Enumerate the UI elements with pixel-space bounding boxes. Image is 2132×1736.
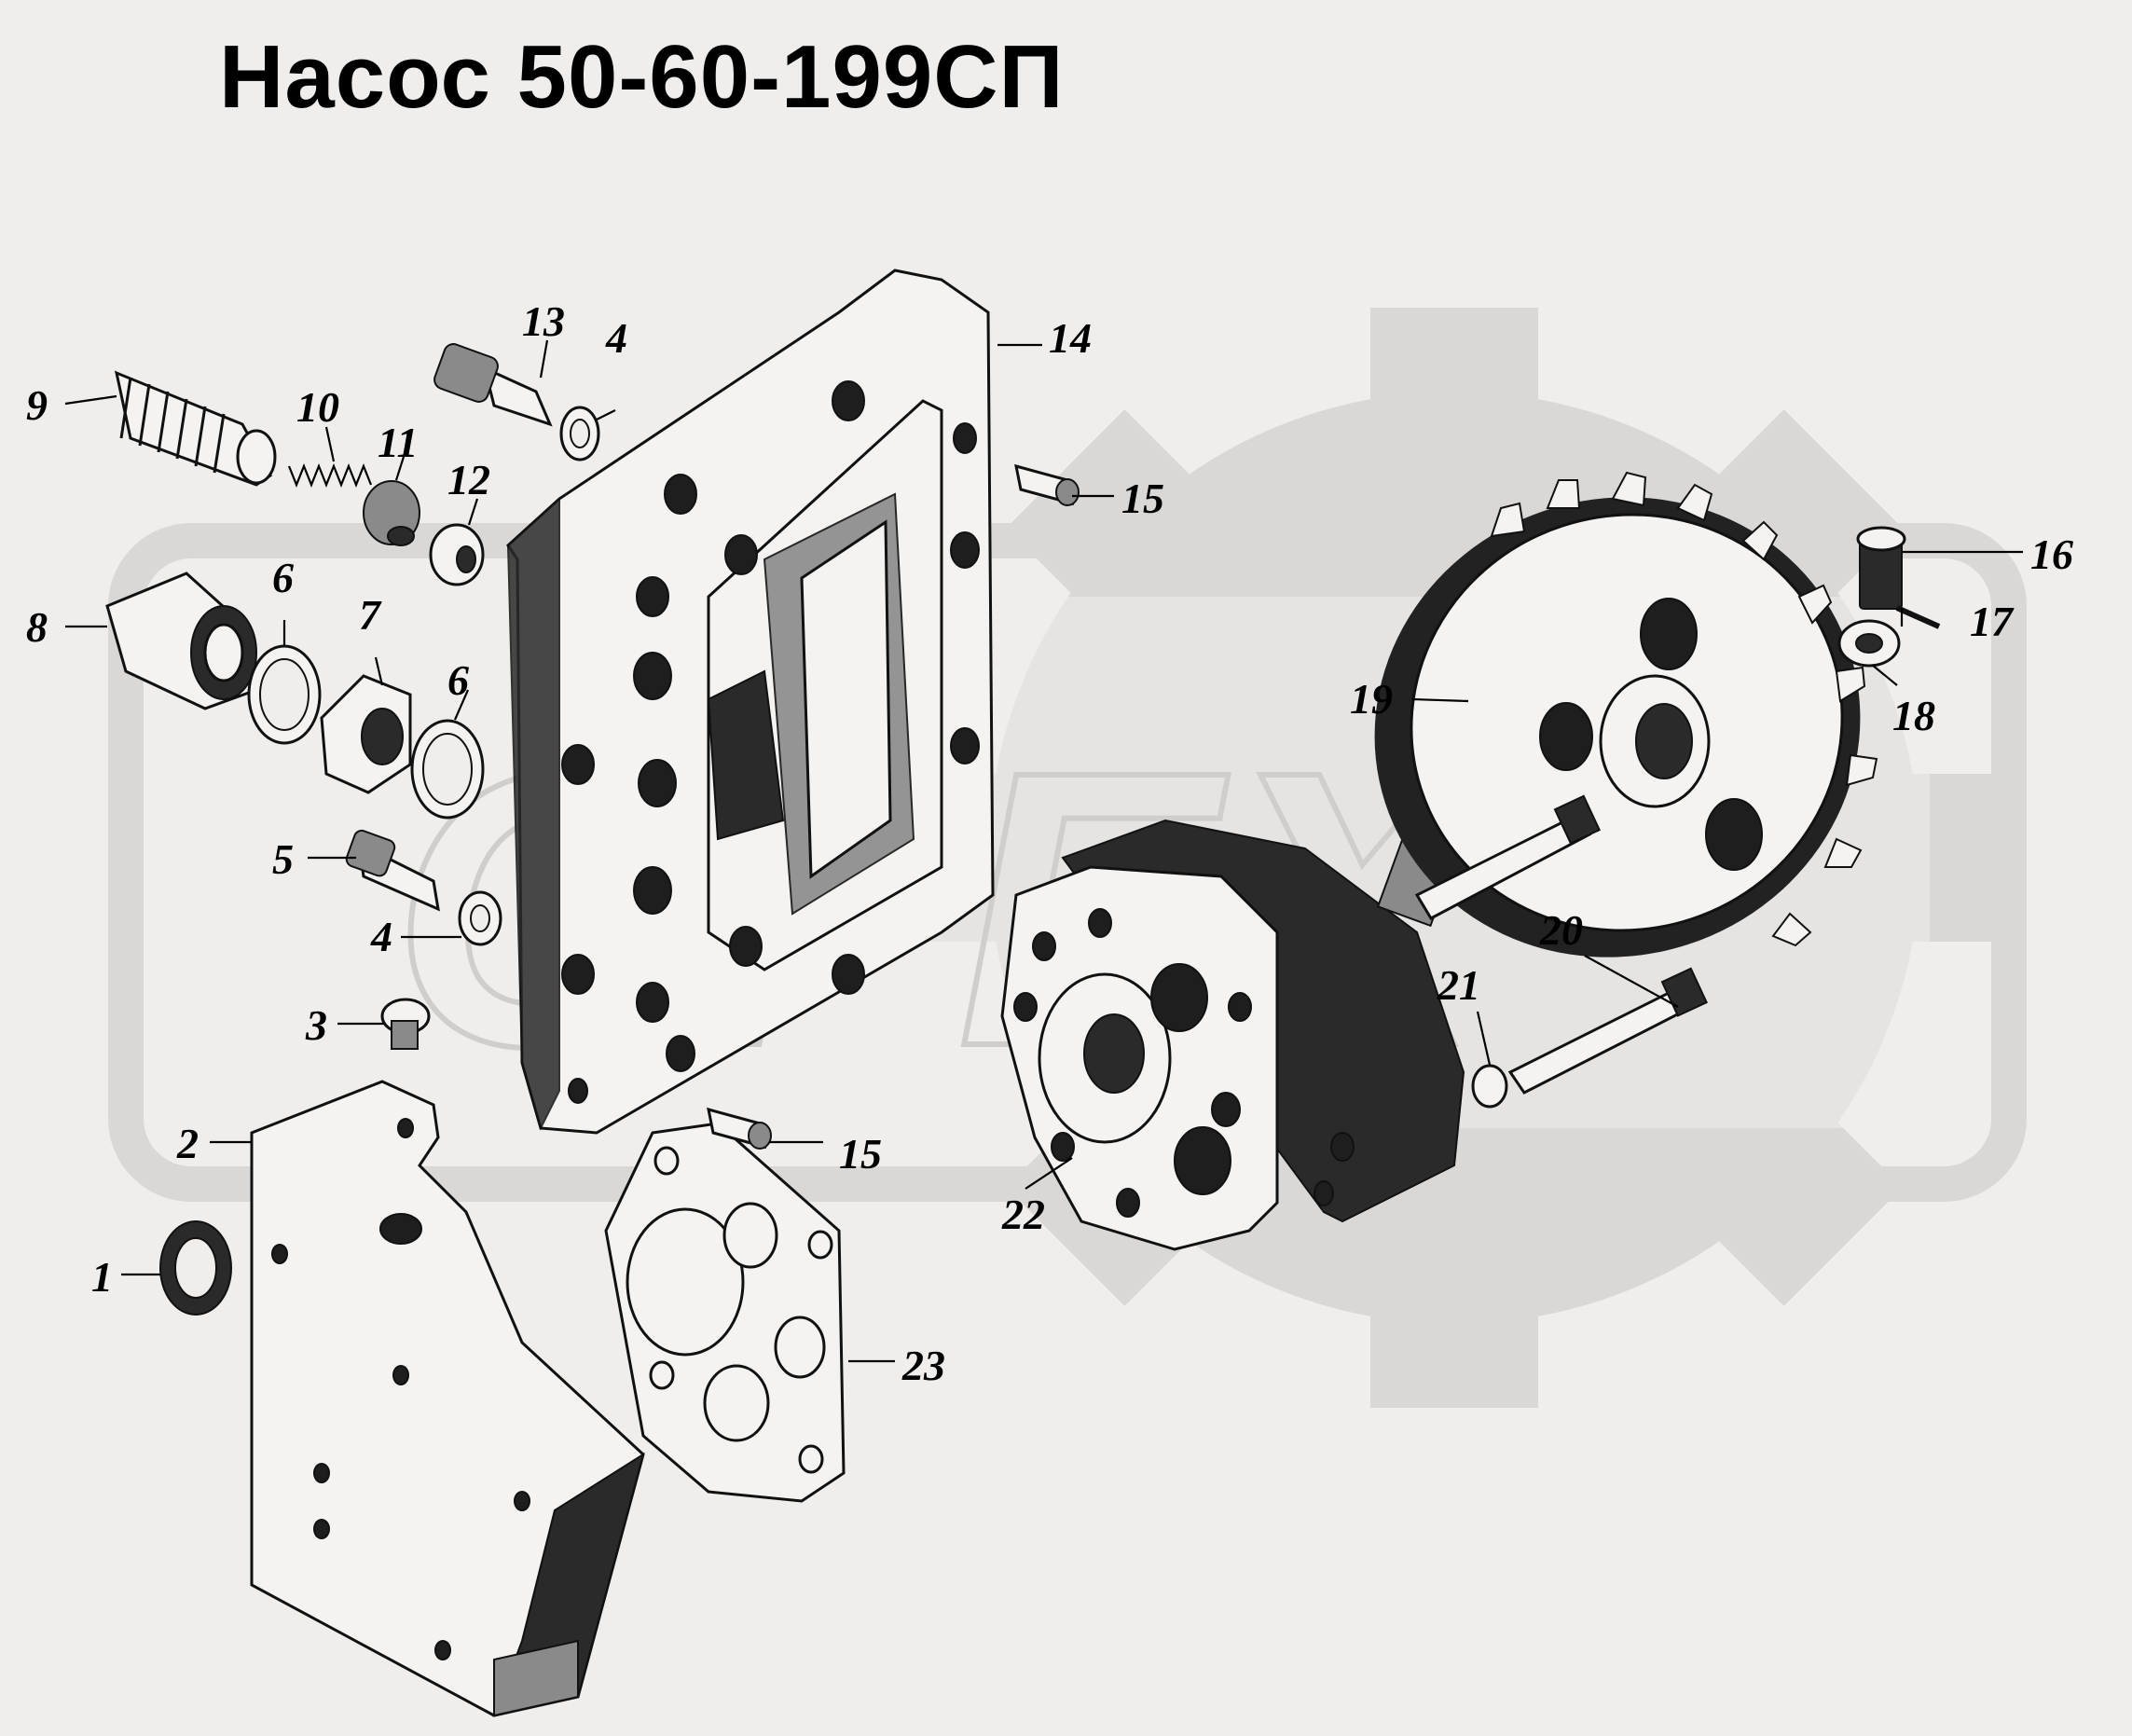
- part-21-washer: [1471, 1064, 1508, 1109]
- callout-15-bottom: 15: [839, 1130, 882, 1178]
- part-15-pin-bottom: [707, 1107, 772, 1150]
- part-12-nut: [429, 523, 485, 586]
- part-6-washer-left: [247, 644, 322, 745]
- callout-18: 18: [1892, 692, 1935, 739]
- callout-1: 1: [91, 1253, 113, 1301]
- leader-lines: [64, 339, 2023, 1363]
- callout-13: 13: [522, 297, 565, 345]
- part-7-nut: [320, 674, 412, 794]
- part-1-washer: [159, 1220, 232, 1316]
- callout-4-top: 4: [605, 314, 627, 362]
- part-11-valve: [363, 480, 420, 546]
- callout-2: 2: [176, 1120, 199, 1167]
- part-10-spring: [287, 463, 373, 488]
- callout-15-top: 15: [1121, 475, 1164, 522]
- callout-19: 19: [1350, 675, 1393, 723]
- callout-4-bottom: 4: [370, 913, 392, 960]
- part-23-gasket: [604, 1122, 846, 1503]
- callout-11: 11: [378, 419, 418, 466]
- callout-17: 17: [1970, 598, 2015, 645]
- part-2-bracket: [250, 1080, 645, 1717]
- callout-9: 9: [26, 381, 48, 429]
- part-18-washer: [1837, 619, 1901, 668]
- page-title: Насос 50-60-199СП: [219, 27, 1065, 127]
- callout-8: 8: [26, 603, 48, 651]
- part-19-gear: [1374, 471, 1878, 958]
- callout-5: 5: [272, 835, 294, 883]
- part-17-pin: [1895, 605, 1941, 629]
- callout-labels: 1 2 3 4 4 5 6 6 7 8 9 10 11 12 13 14 15 …: [26, 297, 2073, 1389]
- part-4-washer-top: [559, 406, 600, 462]
- callout-23: 23: [901, 1342, 945, 1389]
- callout-16: 16: [2030, 530, 2073, 578]
- part-4-washer-bottom: [458, 890, 502, 946]
- callout-3: 3: [305, 1001, 327, 1049]
- callout-22: 22: [1001, 1191, 1045, 1238]
- part-9-adjusting-screw: [114, 370, 277, 487]
- callout-6-right: 6: [447, 656, 469, 704]
- callout-21: 21: [1437, 961, 1480, 1009]
- part-15-pin-top: [1014, 463, 1080, 506]
- part-22-pump-body: [1000, 819, 1465, 1251]
- callout-6-left: 6: [272, 554, 294, 601]
- callout-12: 12: [447, 456, 490, 503]
- part-16-bushing: [1856, 526, 1906, 610]
- callout-14: 14: [1049, 314, 1092, 362]
- part-13-bolt: [433, 343, 553, 427]
- part-14-housing: [506, 269, 995, 1135]
- part-6-washer-right: [410, 719, 485, 820]
- callout-7: 7: [359, 591, 382, 639]
- callout-20: 20: [1539, 906, 1583, 954]
- part-5-bolt: [345, 829, 440, 912]
- part-3-plug: [380, 998, 431, 1050]
- callout-10: 10: [296, 383, 339, 431]
